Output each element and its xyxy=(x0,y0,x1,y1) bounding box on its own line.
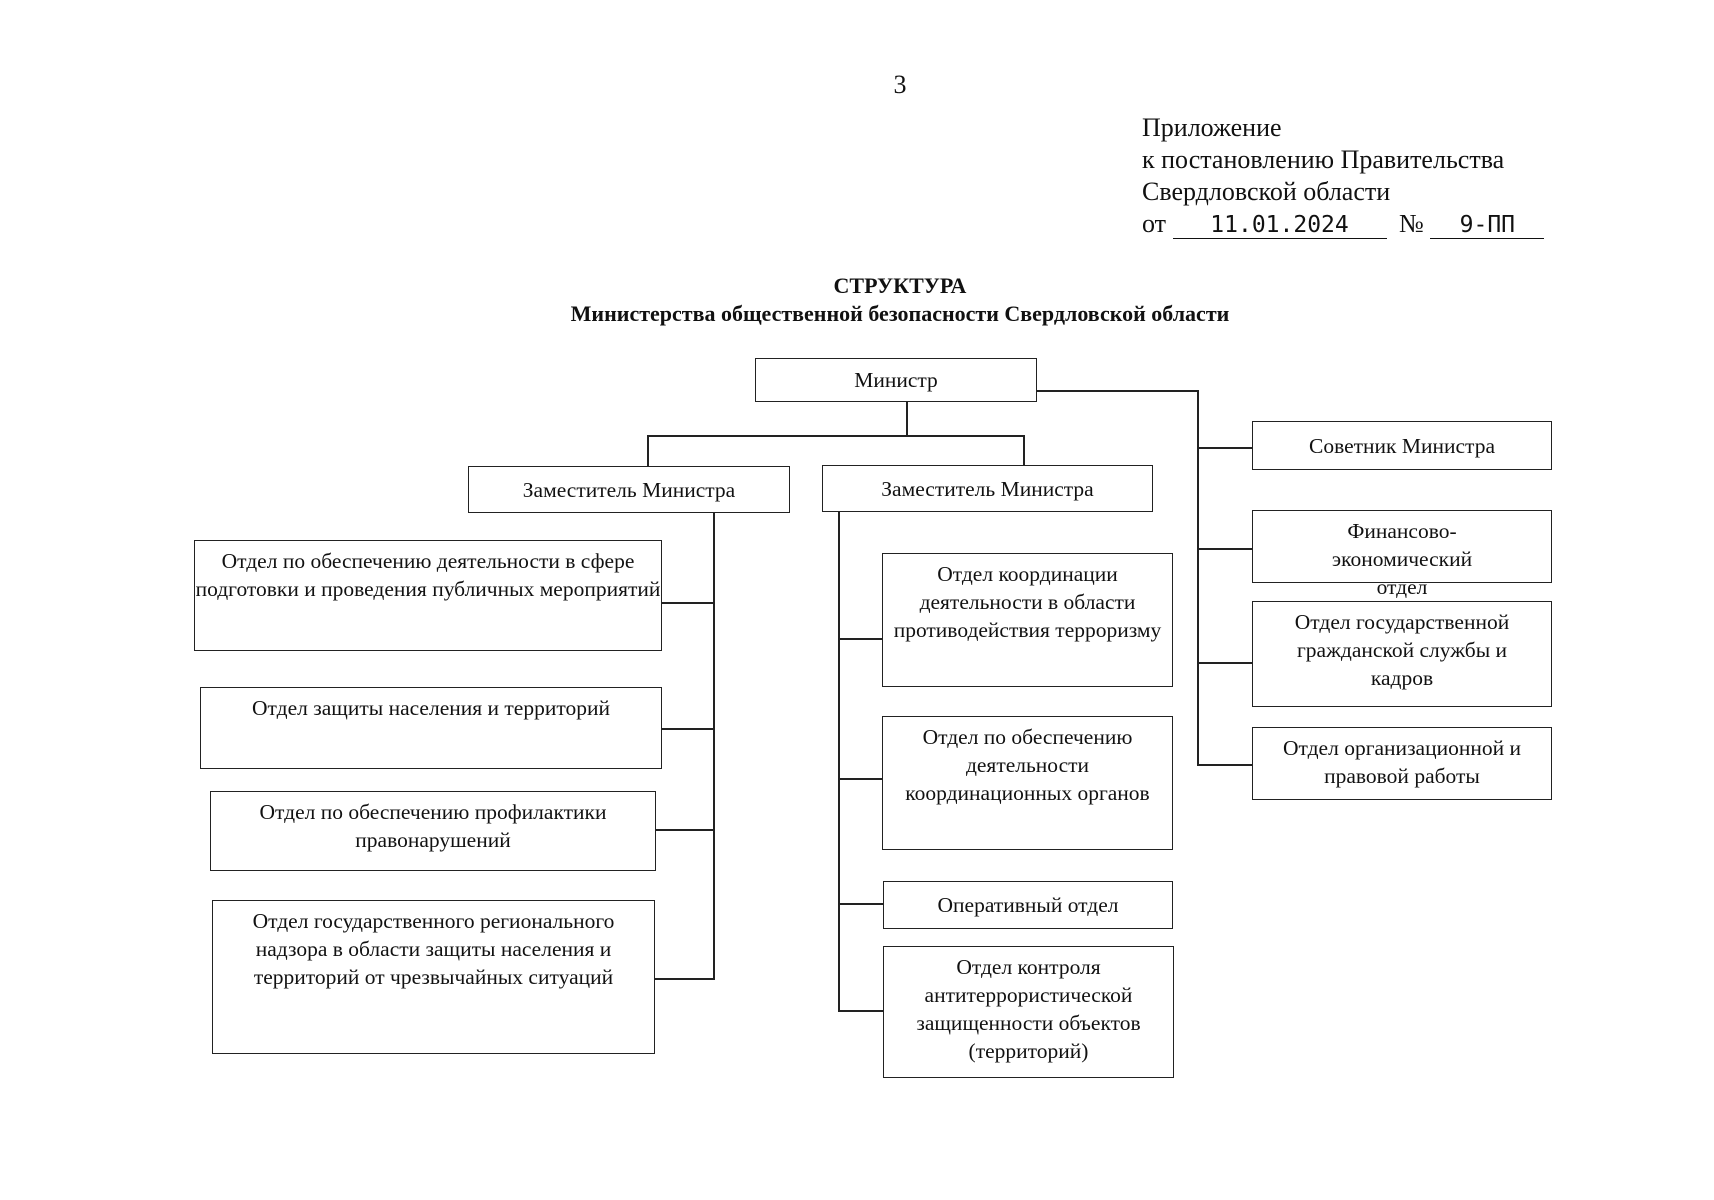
appendix-date-line: от 11.01.2024 № 9-ПП xyxy=(1142,208,1545,240)
dept-finance-economic-label: Финансово-экономический отдел xyxy=(1331,519,1473,599)
dept-counter-terrorism-label: Отдел координации деятельности в области… xyxy=(893,562,1162,642)
connector-line xyxy=(713,513,715,980)
dept-operational-box: Оперативный отдел xyxy=(883,881,1173,929)
dept-population-protection-label: Отдел защиты населения и территорий xyxy=(252,696,610,720)
connector-line xyxy=(1197,447,1252,449)
dept-public-events-label: Отдел по обеспечению деятельности в сфер… xyxy=(195,549,661,601)
appendix-line-2: к постановлению Правительства xyxy=(1142,145,1505,174)
dept-crime-prevention-box: Отдел по обеспечению профилактики правон… xyxy=(210,791,656,871)
minister-label: Министр xyxy=(854,368,938,392)
appendix-line-3: Свердловской области xyxy=(1142,177,1391,206)
dept-organizational-legal-label: Отдел организационной и правовой работы xyxy=(1282,736,1522,788)
dept-organizational-legal-box: Отдел организационной и правовой работы xyxy=(1252,727,1552,800)
connector-line xyxy=(838,638,882,640)
dept-regional-supervision-label: Отдел государственного регионального над… xyxy=(252,909,615,989)
connector-line xyxy=(1197,764,1252,766)
connector-line xyxy=(1197,548,1252,550)
date-prefix: от xyxy=(1142,209,1167,238)
appendix-block: Приложение к постановлению Правительства… xyxy=(1142,112,1545,240)
dept-antiterror-control-box: Отдел контроля антитеррористической защи… xyxy=(883,946,1174,1078)
connector-line xyxy=(662,728,715,730)
connector-line xyxy=(662,602,715,604)
dept-coordination-bodies-label: Отдел по обеспечению деятельности коорди… xyxy=(905,725,1150,805)
dept-civil-service-label: Отдел государственной гражданской службы… xyxy=(1294,610,1510,690)
connector-line xyxy=(1197,390,1199,766)
dept-population-protection-box: Отдел защиты населения и территорий xyxy=(200,687,662,769)
connector-line xyxy=(1197,662,1252,664)
dept-crime-prevention-label: Отдел по обеспечению профилактики правон… xyxy=(259,800,607,852)
document-subtitle: Министерства общественной безопасности С… xyxy=(570,301,1230,326)
dept-coordination-bodies-box: Отдел по обеспечению деятельности коорди… xyxy=(882,716,1173,850)
connector-line xyxy=(647,435,649,468)
deputy-minister-right-box: Заместитель Министра xyxy=(822,465,1153,512)
connector-line xyxy=(838,903,883,905)
dept-counter-terrorism-box: Отдел координации деятельности в области… xyxy=(882,553,1173,687)
connector-line xyxy=(656,829,715,831)
deputy-minister-left-box: Заместитель Министра xyxy=(468,466,790,513)
connector-line xyxy=(838,778,882,780)
advisor-box: Советник Министра xyxy=(1252,421,1552,470)
document-title: СТРУКТУРА xyxy=(833,273,967,298)
connector-line xyxy=(655,978,715,980)
appendix-line-1: Приложение xyxy=(1142,113,1282,142)
dept-civil-service-box: Отдел государственной гражданской службы… xyxy=(1252,601,1552,707)
page-number: 3 xyxy=(893,70,907,99)
connector-line xyxy=(1023,435,1025,467)
connector-line xyxy=(647,435,1025,437)
advisor-label: Советник Министра xyxy=(1308,433,1495,458)
dept-finance-economic-box: Финансово-экономический отдел xyxy=(1252,510,1552,599)
dept-operational-label: Оперативный отдел xyxy=(937,893,1119,917)
number-prefix: № xyxy=(1399,209,1424,238)
dept-public-events-box: Отдел по обеспечению деятельности в сфер… xyxy=(194,540,662,651)
connector-line xyxy=(838,1010,883,1012)
dept-antiterror-control-label: Отдел контроля антитеррористической защи… xyxy=(916,955,1141,1063)
connector-line xyxy=(1037,390,1199,392)
dept-regional-supervision-box: Отдел государственного регионального над… xyxy=(212,900,655,1054)
deputy-minister-right-label: Заместитель Министра xyxy=(881,476,1094,501)
deputy-minister-left-label: Заместитель Министра xyxy=(522,477,736,502)
connector-line xyxy=(838,512,840,1012)
date-field: 11.01.2024 xyxy=(1172,212,1387,239)
number-field: 9-ПП xyxy=(1430,212,1545,239)
minister-box: Министр xyxy=(755,358,1037,402)
connector-line xyxy=(906,402,908,436)
